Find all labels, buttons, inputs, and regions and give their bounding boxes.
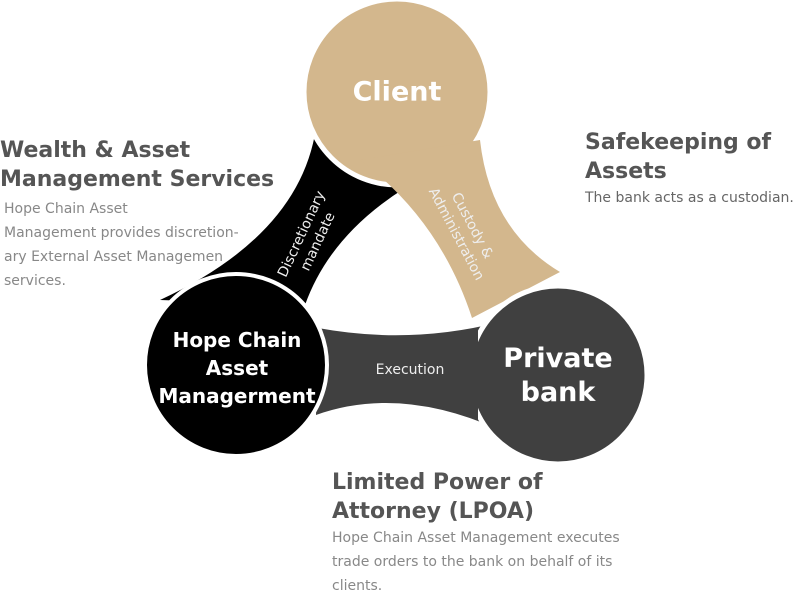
execution-label: Execution: [375, 362, 445, 378]
discretionary-band: [160, 128, 405, 305]
wealth-body-line: services.: [4, 273, 66, 289]
custody-band: [360, 140, 560, 318]
wealth-body: Hope Chain Asset Management provides dis…: [4, 197, 274, 293]
private-bank-line1: Private: [503, 343, 613, 374]
lpoa-section: Limited Power of Attorney (LPOA) Hope Ch…: [332, 468, 620, 598]
wealth-title-line2: Management Services: [0, 167, 275, 192]
safekeeping-title-line1: Safekeeping of: [585, 130, 772, 155]
lpoa-title-line2: Attorney (LPOA): [332, 499, 534, 524]
hope-line1: Hope Chain: [172, 328, 302, 352]
lpoa-body: Hope Chain Asset Management executes tra…: [332, 526, 620, 598]
hope-chain-circle: [143, 272, 329, 458]
wealth-body-line: ary External Asset Managemen: [4, 249, 224, 265]
safekeeping-body: The bank acts as a custodian.: [585, 190, 794, 206]
wealth-title-line1: Wealth & Asset: [0, 138, 191, 163]
safekeeping-title-line2: Assets: [585, 159, 667, 184]
safekeeping-section: Safekeeping of Assets The bank acts as a…: [585, 128, 794, 210]
lpoa-body-line: trade orders to the bank on behalf of it…: [332, 554, 613, 570]
execution-band-overlay: [328, 330, 478, 420]
client-label: Client: [352, 76, 442, 108]
wealth-section: Wealth & Asset Management Services Hope …: [0, 136, 274, 293]
private-bank-label: Private bank: [503, 342, 612, 410]
lpoa-title-line1: Limited Power of: [332, 470, 543, 495]
wealth-body-line: Hope Chain Asset: [4, 201, 128, 217]
hope-line3: Managerment: [158, 384, 316, 408]
private-bank-line2: bank: [520, 377, 596, 408]
lpoa-body-line: Hope Chain Asset Management executes: [332, 530, 620, 546]
lpoa-body-line: clients.: [332, 578, 383, 594]
wealth-body-line: Management provides discretion-: [4, 225, 239, 241]
hope-chain-label: Hope Chain Asset Managerment: [158, 326, 315, 410]
hope-line2: Asset: [205, 356, 269, 380]
